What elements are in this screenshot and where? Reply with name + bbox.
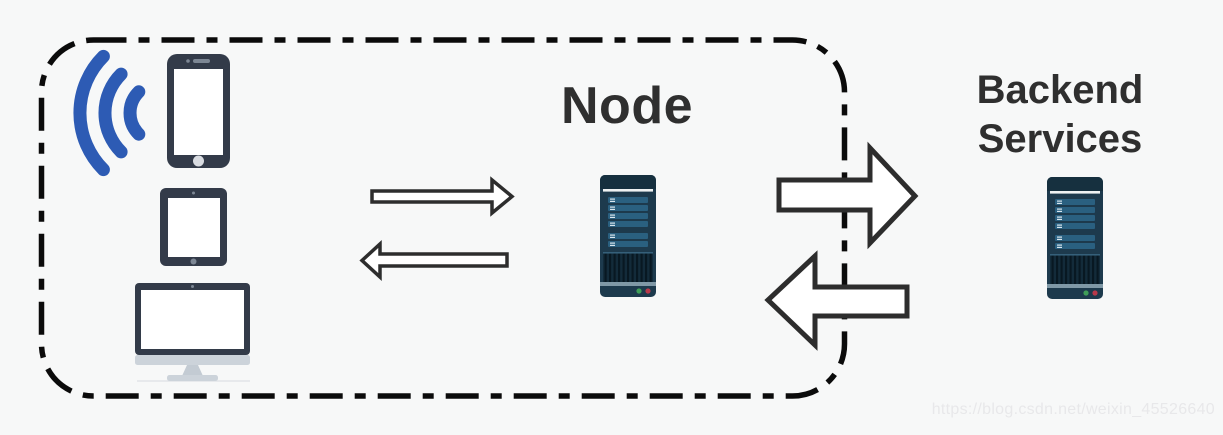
arrow-right-clients-to-node-icon xyxy=(370,176,515,217)
backend-server-icon xyxy=(1047,177,1103,299)
arrow-right-node-to-backend-icon xyxy=(776,141,919,250)
tablet-icon xyxy=(160,188,227,266)
backend-services-label: Backend Services xyxy=(976,68,1144,161)
smartphone-icon xyxy=(167,54,230,168)
arrow-left-backend-to-node-icon xyxy=(764,250,910,351)
client-zone-dashed-border xyxy=(38,37,848,399)
desktop-monitor-icon xyxy=(135,283,250,382)
arrow-left-node-to-clients-icon xyxy=(359,240,509,281)
wifi-signal-icon xyxy=(73,49,146,177)
watermark-url: https://blog.csdn.net/weixin_45526640 xyxy=(931,401,1215,418)
node-server-icon xyxy=(600,175,656,297)
node-label: Node xyxy=(561,77,693,135)
